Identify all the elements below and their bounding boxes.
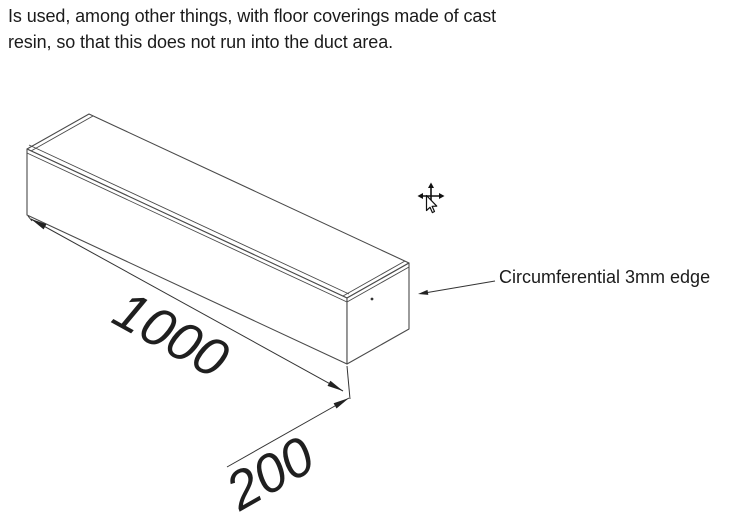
annotation-label: Circumferential 3mm edge <box>499 267 711 287</box>
annotation-leader-line <box>425 280 496 294</box>
description-line-2: resin, so that this does not run into th… <box>8 32 394 52</box>
move-cursor-right-arrow <box>439 193 445 199</box>
lid-edge-lines <box>26 115 410 303</box>
detail-dot <box>370 297 374 301</box>
lid-line-left <box>30 115 94 152</box>
mouse-cursor-icon <box>417 182 445 214</box>
description-text: Is used, among other things, with floor … <box>8 3 496 55</box>
dimension-width-label: 200 <box>215 425 324 521</box>
move-cursor-up-arrow <box>428 182 434 188</box>
dimension-length-ext-right <box>346 365 351 400</box>
dimension-length-arrow-start <box>31 219 47 230</box>
annotation-leader-arrow <box>418 289 429 295</box>
dimension-length-ext-left <box>27 215 33 222</box>
dimension-length-line <box>30 218 344 392</box>
lid-line-front <box>26 152 348 303</box>
move-cursor-left-arrow <box>417 193 423 199</box>
dimension-width-line <box>226 397 350 468</box>
duct-box <box>26 113 410 365</box>
lid-line-right <box>346 266 410 303</box>
dimension-width-arrow <box>333 398 349 409</box>
lid-line-top-front <box>28 144 350 295</box>
description-line-1: Is used, among other things, with floor … <box>8 6 497 26</box>
lid-line-top-right <box>342 260 406 297</box>
pointer-cursor-icon <box>425 194 438 214</box>
dimension-width: 200 <box>215 397 350 521</box>
dimension-length-arrow-end <box>327 380 343 391</box>
annotation-leader <box>418 280 496 295</box>
box-right-face <box>346 262 410 365</box>
